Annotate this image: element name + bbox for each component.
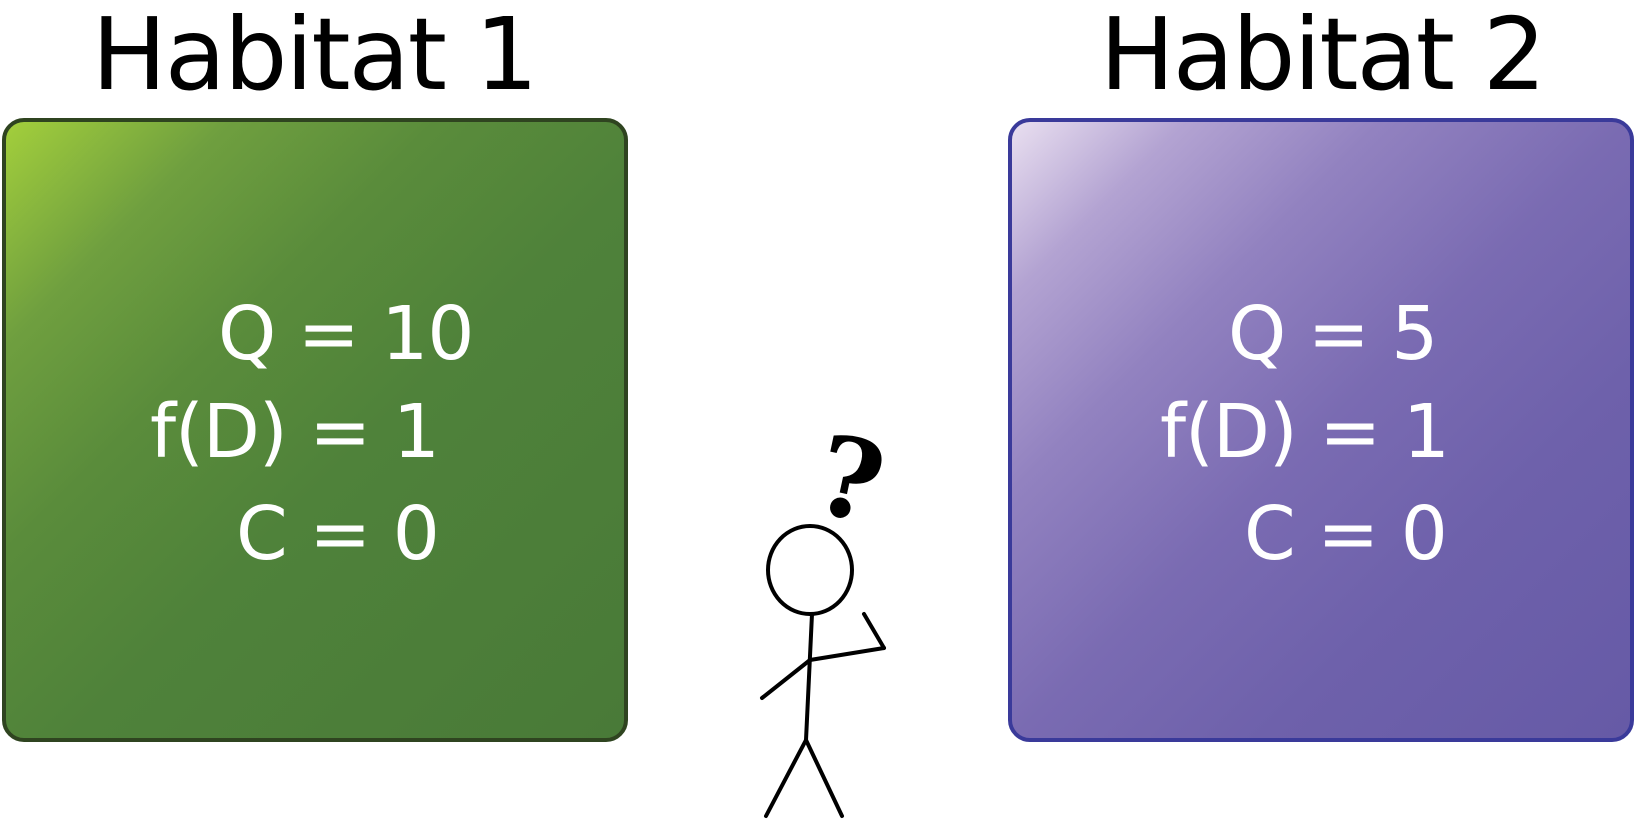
stick-figure-right-leg	[804, 738, 844, 818]
habitat-2-fd-equation: f(D) = 1	[1160, 389, 1450, 475]
stick-figure-body	[804, 612, 814, 742]
stick-figure-head	[766, 524, 854, 616]
habitat-2-box	[1008, 118, 1634, 742]
stick-figure-icon: ?	[760, 410, 895, 818]
habitat-1-box	[2, 118, 628, 742]
habitat-2-c-equation: C = 0	[1244, 491, 1448, 577]
habitat-1-c-equation: C = 0	[236, 491, 440, 577]
stick-figure-right-upper-arm	[808, 646, 886, 662]
habitat-1-fd-equation: f(D) = 1	[150, 389, 440, 475]
habitat-2-q-equation: Q = 5	[1228, 291, 1438, 377]
habitat-2-title: Habitat 2	[1099, 0, 1547, 113]
stick-figure-right-forearm	[862, 612, 886, 650]
stick-figure-left-leg	[764, 738, 808, 818]
habitat-1-title: Habitat 1	[91, 0, 539, 113]
habitat-1-q-equation: Q = 10	[218, 291, 474, 377]
stick-figure-left-arm	[760, 658, 812, 700]
